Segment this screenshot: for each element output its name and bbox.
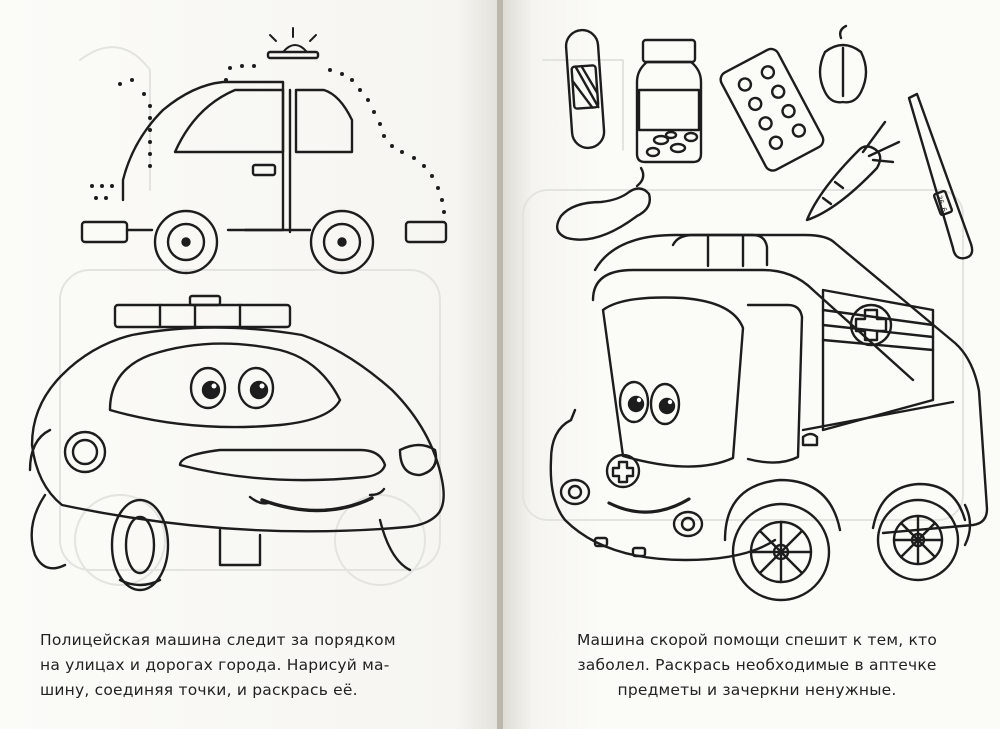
- thermometer-item: [907, 92, 974, 260]
- carrot-item: [805, 120, 901, 222]
- right-caption: Машина скорой помощи спешит к тем, кто з…: [549, 628, 965, 703]
- book-gutter: [497, 0, 503, 729]
- left-page-artwork: [28, 27, 448, 592]
- pill-jar-item: [635, 38, 703, 164]
- right-page: 36.6: [503, 0, 1000, 729]
- dot-to-dot-car: [80, 27, 448, 275]
- right-page-artwork: 36.6: [522, 24, 989, 602]
- left-page: Полицейская машина следит за порядком на…: [0, 0, 497, 729]
- right-caption-line: предметы и зачеркни ненужные.: [617, 681, 897, 699]
- dots-outline: [90, 64, 446, 214]
- left-caption-line: Полицейская машина следит за порядком: [40, 631, 396, 649]
- right-caption-line: заболел. Раскрась необходимые в аптечке: [577, 656, 937, 674]
- police-car-illustration: [28, 294, 445, 592]
- ambulance-illustration: [549, 233, 989, 602]
- pepper-item: [818, 24, 868, 104]
- bandage-item: [564, 28, 606, 150]
- eggplant-item: [555, 166, 651, 241]
- right-caption-line: Машина скорой помощи спешит к тем, кто: [576, 631, 938, 649]
- left-caption-line: шину, соединяя точки, и раскрась её.: [40, 681, 358, 699]
- blister-pack-item: [719, 47, 825, 172]
- left-caption: Полицейская машина следит за порядком на…: [40, 628, 460, 703]
- left-caption-line: на улицах и дорогах города. Нарисуй ма-: [40, 656, 390, 674]
